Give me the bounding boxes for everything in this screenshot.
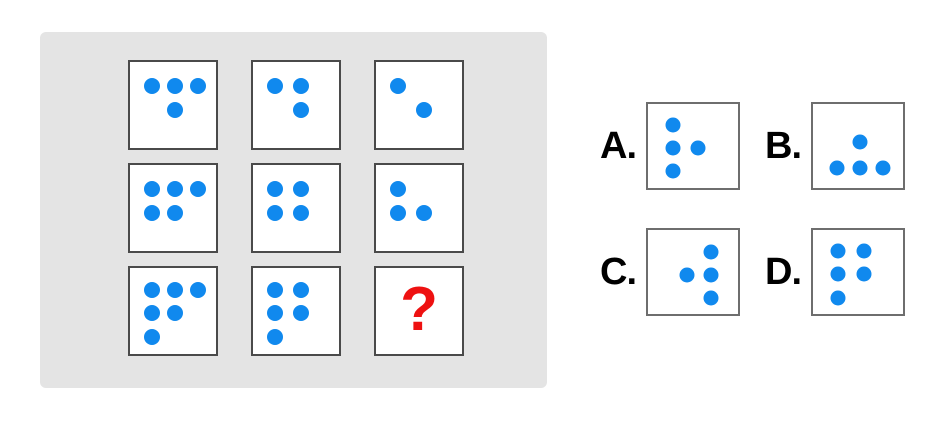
dot <box>167 282 183 298</box>
dot <box>293 181 309 197</box>
dot <box>267 282 283 298</box>
matrix-cell-r1c2[interactable] <box>251 60 341 150</box>
dot <box>267 78 283 94</box>
answer-option-c[interactable]: C. <box>600 228 740 316</box>
matrix-grid: ? <box>128 60 464 356</box>
matrix-cell-r3c3[interactable]: ? <box>374 266 464 356</box>
dot <box>390 78 406 94</box>
dot <box>144 205 160 221</box>
dot <box>293 305 309 321</box>
dot <box>875 160 891 176</box>
dot <box>144 181 160 197</box>
dot <box>830 266 846 282</box>
dot <box>416 205 432 221</box>
dot <box>190 181 206 197</box>
answer-option-c-label: C. <box>600 251 637 293</box>
dot <box>830 290 846 306</box>
dot <box>190 282 206 298</box>
dot <box>390 205 406 221</box>
answer-option-a[interactable]: A. <box>600 102 740 190</box>
dot <box>167 181 183 197</box>
matrix-cell-r3c2[interactable] <box>251 266 341 356</box>
dot <box>144 78 160 94</box>
dot <box>293 102 309 118</box>
dot <box>190 78 206 94</box>
dot <box>679 267 695 283</box>
dot <box>390 181 406 197</box>
dot <box>267 205 283 221</box>
dot <box>293 78 309 94</box>
answer-option-d[interactable]: D. <box>765 228 905 316</box>
dot <box>852 160 868 176</box>
dot <box>167 78 183 94</box>
dot <box>665 163 681 179</box>
dot <box>167 305 183 321</box>
answer-options-area: A. B. C. D. <box>588 0 944 430</box>
answer-option-b-label: B. <box>765 125 802 167</box>
question-mark: ? <box>400 274 438 344</box>
dot <box>830 243 846 259</box>
answer-option-d-label: D. <box>765 251 802 293</box>
dot <box>144 305 160 321</box>
dot <box>703 290 719 306</box>
answer-option-a-box[interactable] <box>646 102 740 190</box>
dot <box>167 102 183 118</box>
answer-option-b[interactable]: B. <box>765 102 905 190</box>
dot <box>665 140 681 156</box>
dot <box>167 205 183 221</box>
dot <box>144 329 160 345</box>
dot <box>267 181 283 197</box>
dot <box>267 305 283 321</box>
matrix-cell-r1c3[interactable] <box>374 60 464 150</box>
matrix-cell-r2c2[interactable] <box>251 163 341 253</box>
dot <box>416 102 432 118</box>
dot <box>293 282 309 298</box>
dot <box>665 117 681 133</box>
dot <box>856 266 872 282</box>
dot <box>852 134 868 150</box>
dot <box>690 140 706 156</box>
matrix-cell-r3c1[interactable] <box>128 266 218 356</box>
answer-option-d-box[interactable] <box>811 228 905 316</box>
dot <box>144 282 160 298</box>
answer-option-a-label: A. <box>600 125 637 167</box>
matrix-cell-r1c1[interactable] <box>128 60 218 150</box>
dot <box>703 244 719 260</box>
dot <box>829 160 845 176</box>
dot <box>293 205 309 221</box>
answer-option-b-box[interactable] <box>811 102 905 190</box>
dot <box>856 243 872 259</box>
matrix-cell-r2c1[interactable] <box>128 163 218 253</box>
matrix-cell-r2c3[interactable] <box>374 163 464 253</box>
dot <box>703 267 719 283</box>
matrix-panel: ? <box>40 32 547 388</box>
answer-option-c-box[interactable] <box>646 228 740 316</box>
dot <box>267 329 283 345</box>
